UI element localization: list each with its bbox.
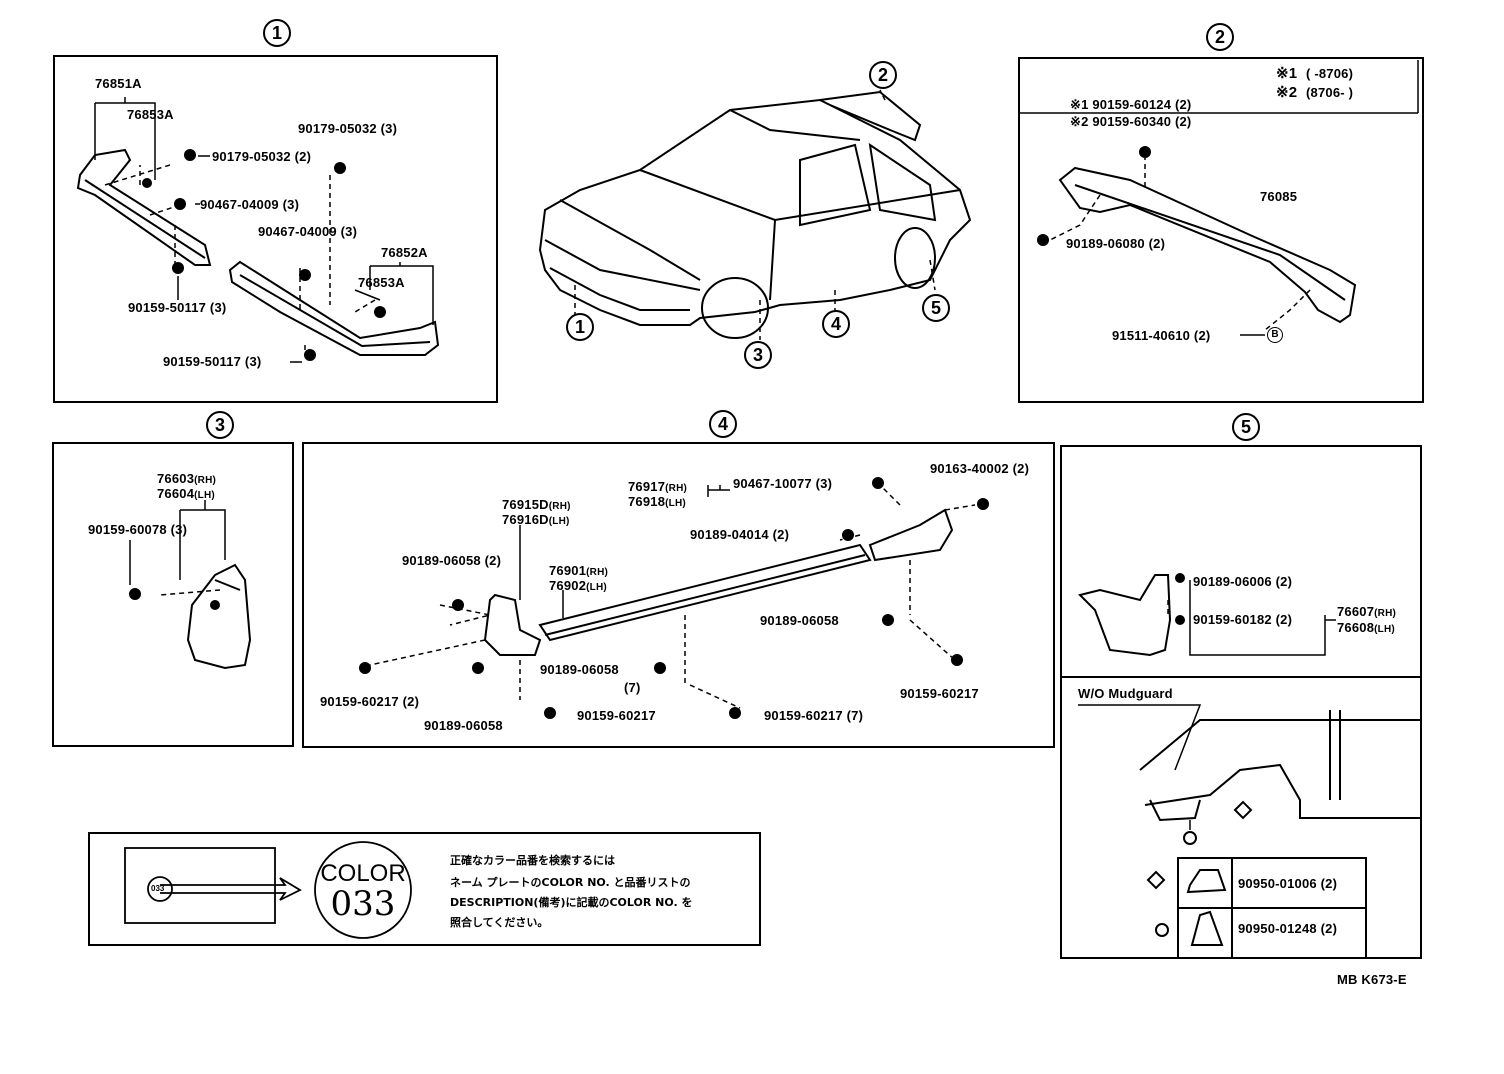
part-90189-06058-b: 90189-06058 xyxy=(760,613,839,628)
color-note-line3: DESCRIPTION(備考)に記載のCOLOR NO. を xyxy=(450,896,693,909)
color-info-box xyxy=(88,832,761,946)
color-note-line2: ネーム プレートのCOLOR NO. と品番リストの xyxy=(450,876,691,889)
note1-mark: ※1 xyxy=(1276,65,1298,82)
part-90189-06006: 90189-06006 (2) xyxy=(1193,574,1293,589)
part-90159-b: 90159-50117 (3) xyxy=(163,354,262,369)
color-note-line4: 照合してください。 xyxy=(450,916,549,929)
part-90189-04014: 90189-04014 (2) xyxy=(690,527,790,542)
callout-2: 2 xyxy=(869,61,897,89)
panel5-title: 5 xyxy=(1232,413,1260,441)
part-76917: 76917(RH) xyxy=(628,479,688,494)
color-note-line1: 正確なカラー品番を検索するには xyxy=(450,854,615,867)
part-76085: 76085 xyxy=(1260,189,1298,204)
panel1-title: 1 xyxy=(263,19,291,47)
mudguard-front xyxy=(186,563,252,670)
rocker-front-piece xyxy=(483,593,542,656)
note1-range: ( -8706) xyxy=(1306,66,1354,81)
callout-3: 3 xyxy=(744,341,772,369)
part-76916D: 76916D(LH) xyxy=(502,512,570,527)
panel-rear-mudguard xyxy=(1060,445,1422,959)
divider xyxy=(1060,676,1422,678)
plate-code: 033 xyxy=(151,884,165,893)
b-mark: B xyxy=(1267,327,1283,343)
part-76603: 76603(RH) xyxy=(157,471,217,486)
part-90189-06080: 90189-06080 (2) xyxy=(1066,236,1166,251)
part-90159-60078: 90159-60078 (3) xyxy=(88,522,188,537)
rear-spoiler xyxy=(1058,166,1357,324)
part-76607: 76607(RH) xyxy=(1337,604,1397,619)
part-90467-a: 90467-04009 (3) xyxy=(200,197,300,212)
callout-4: 4 xyxy=(822,310,850,338)
part-90467-b: 90467-04009 (3) xyxy=(258,224,358,239)
note2-range: (8706- ) xyxy=(1306,85,1354,100)
part-76915D: 76915D(RH) xyxy=(502,497,571,512)
car-body xyxy=(538,98,972,326)
part-90159-60124: ※1 90159-60124 (2) xyxy=(1070,97,1192,112)
mudguard-rear xyxy=(1078,574,1172,657)
part-76902: 76902(LH) xyxy=(549,578,607,593)
panel4-title: 4 xyxy=(709,410,737,438)
panel-front-mudguard xyxy=(52,442,294,747)
part-76901: 76901(RH) xyxy=(549,563,609,578)
part-90159-60217-c: 90159-60217 (7) xyxy=(764,708,864,723)
part-90159-60217-d: 90159-60217 xyxy=(900,686,979,701)
part-76918: 76918(LH) xyxy=(628,494,686,509)
callout-5: 5 xyxy=(922,294,950,322)
color-number: 033 xyxy=(330,884,396,924)
part-90189-06058-c: 90189-06058 xyxy=(540,662,619,677)
part-90189-06058-a: 90189-06058 (2) xyxy=(402,553,502,568)
part-91511: 91511-40610 (2) xyxy=(1112,328,1211,343)
part-90159-60340: ※2 90159-60340 (2) xyxy=(1070,114,1192,129)
front-lip-spoiler-left xyxy=(76,148,212,266)
wo-mudguard-title: W/O Mudguard xyxy=(1078,686,1173,701)
part-76853A-a: 76853A xyxy=(127,107,174,122)
panel3-title: 3 xyxy=(206,411,234,439)
part-90179-b: 90179-05032 (3) xyxy=(298,121,398,136)
rocker-rear-piece xyxy=(868,508,954,562)
part-76852A: 76852A xyxy=(381,245,428,260)
part-90179-a: 90179-05032 (2) xyxy=(212,149,312,164)
panel-rocker xyxy=(302,442,1055,748)
part-90950-01006: 90950-01006 (2) xyxy=(1238,876,1338,891)
panel2-title: 2 xyxy=(1206,23,1234,51)
part-90163: 90163-40002 (2) xyxy=(930,461,1030,476)
part-90467-10077: 90467-10077 (3) xyxy=(733,476,833,491)
part-90189-06058-d: 90189-06058 xyxy=(424,718,503,733)
panel-rear-spoiler xyxy=(1018,57,1424,403)
part-76604: 76604(LH) xyxy=(157,486,215,501)
diagram-code: MB K673-E xyxy=(1337,972,1407,987)
part-76851A: 76851A xyxy=(95,76,142,91)
part-90189-06058-c-qty: (7) xyxy=(624,680,641,695)
part-90159-60182: 90159-60182 (2) xyxy=(1193,612,1293,627)
panel-front-spoiler xyxy=(53,55,498,403)
front-lip-spoiler-right xyxy=(228,260,440,356)
part-90159-a: 90159-50117 (3) xyxy=(128,300,227,315)
part-90159-60217-a: 90159-60217 (2) xyxy=(320,694,420,709)
color-word: COLOR xyxy=(320,860,406,887)
part-76608: 76608(LH) xyxy=(1337,620,1395,635)
part-76853A-b: 76853A xyxy=(358,275,405,290)
part-90159-60217-b: 90159-60217 xyxy=(577,708,656,723)
note2-mark: ※2 xyxy=(1276,84,1298,101)
callout-1: 1 xyxy=(566,313,594,341)
part-90950-01248: 90950-01248 (2) xyxy=(1238,921,1338,936)
